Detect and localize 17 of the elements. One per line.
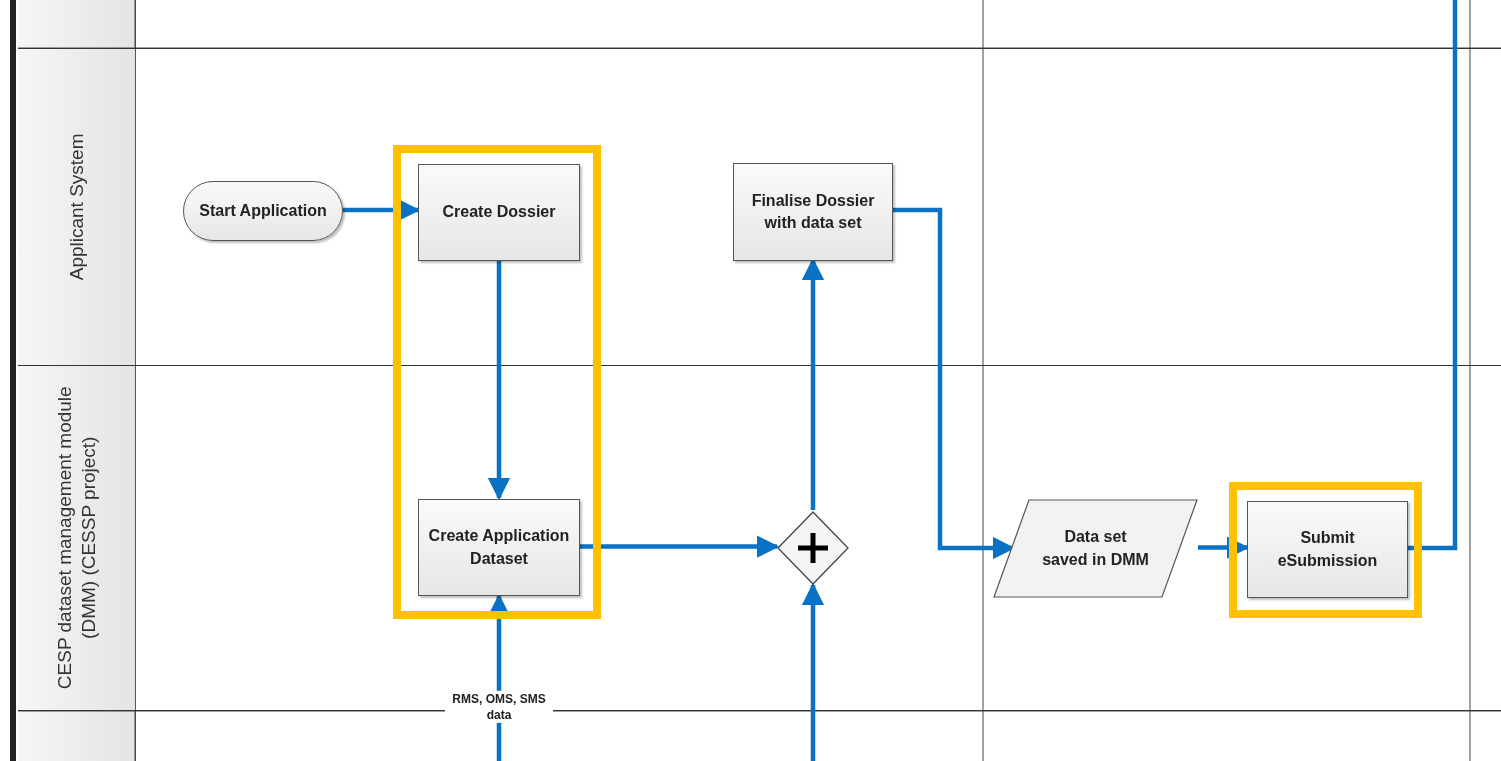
lane-title: CESP dataset management module (DMM) (CESSP project) — [52, 385, 100, 691]
process-box: Submit eSubmission — [1247, 501, 1408, 598]
parallel-gateway-diamond — [777, 511, 849, 585]
process-box: Create Dossier — [418, 164, 580, 261]
arrow — [801, 582, 825, 761]
data-parallelogram: Data set saved in DMM — [993, 499, 1198, 598]
arrow — [580, 535, 780, 558]
edge-label: RMS, OMS, SMS data — [445, 690, 553, 724]
arrow — [343, 198, 421, 222]
lane-title: Applicant System — [64, 132, 88, 283]
swimlane — [18, 48, 1501, 366]
swimlane — [18, 365, 1501, 711]
start-terminal: Start Application — [183, 181, 343, 241]
process-box: Create Application Dataset — [418, 499, 580, 596]
arrow — [487, 260, 511, 501]
process-box: Finalise Dossier with data set — [733, 163, 893, 261]
arrow — [1198, 536, 1250, 559]
